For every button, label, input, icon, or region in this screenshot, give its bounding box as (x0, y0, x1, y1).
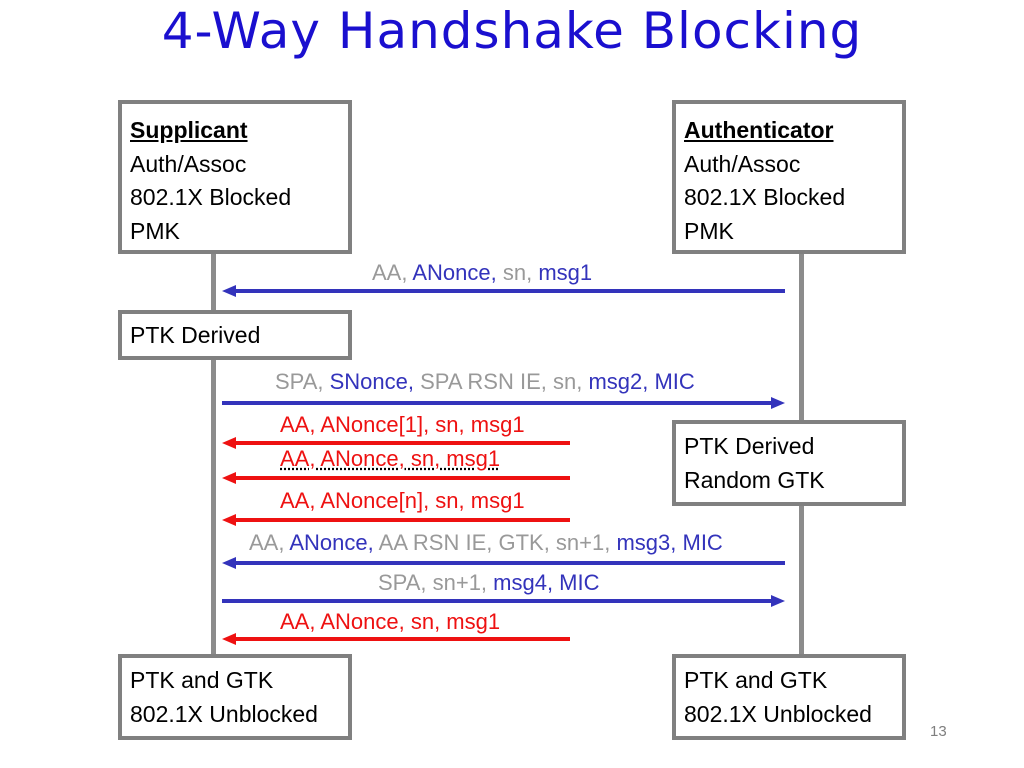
message-text-segment: SPA, sn+1, (378, 570, 494, 595)
message-text-segment: sn, (496, 260, 539, 285)
box-line: 802.1X Blocked (130, 184, 292, 210)
message-text-segment: msg4, MIC (493, 570, 600, 595)
box-line: 802.1X Unblocked (130, 700, 318, 727)
message-label-msg2: SPA, SNonce, SPA RSN IE, sn, msg2, MIC (275, 369, 695, 395)
message-text-segment: AA, ANonce[1], sn, msg1 (280, 412, 525, 437)
box-line: 802.1X Unblocked (684, 700, 872, 727)
box-line: PMK (684, 217, 734, 244)
arrowhead-m3 (222, 437, 236, 449)
box-line: Auth/Assoc (684, 150, 801, 177)
message-label-replay-n: AA, ANonce[n], sn, msg1 (280, 488, 525, 514)
box-line: 802.1X Blocked (684, 184, 846, 210)
supplicant-ptk-box: PTK Derived (118, 310, 352, 360)
message-text-segment: AA, ANonce, sn, msg1 (280, 609, 501, 634)
message-text-segment: AA, (372, 260, 413, 285)
arrowhead-m6 (222, 557, 236, 569)
message-text-segment: msg2, MIC (588, 369, 695, 394)
supplicant-final-box: PTK and GTK 802.1X Unblocked (118, 654, 352, 740)
authenticator-final-box: PTK and GTK 802.1X Unblocked (672, 654, 906, 740)
message-text-segment: ANonce, (412, 260, 497, 285)
message-label-msg1: AA, ANonce, sn, msg1 (372, 260, 592, 286)
message-label-replay-final: AA, ANonce, sn, msg1 (280, 609, 500, 635)
message-label-replay-dotted: AA, ANonce, sn, msg1 (280, 446, 500, 472)
arrowhead-m8 (222, 633, 236, 645)
message-text-segment: SPA, (275, 369, 330, 394)
message-text-segment: SPA RSN IE, sn, (414, 369, 589, 394)
box-heading: Authenticator (684, 117, 834, 143)
arrowhead-m2 (771, 397, 785, 409)
page-number: 13 (930, 723, 947, 740)
box-line: Random GTK (684, 466, 825, 493)
arrowhead-m4 (222, 472, 236, 484)
box-line: PTK and GTK (684, 667, 828, 693)
message-text-segment: msg3, MIC (616, 530, 723, 555)
supplicant-lifeline (211, 252, 216, 656)
message-text-segment: SNonce, (329, 369, 415, 394)
box-line: PTK Derived (684, 433, 815, 459)
message-text-segment: msg1 (538, 260, 593, 285)
slide-title: 4-Way Handshake Blocking (161, 2, 863, 60)
message-text-segment: AA, ANonce[n], sn, msg1 (280, 488, 525, 513)
box-line: Auth/Assoc (130, 150, 247, 177)
box-line: PTK Derived (130, 322, 261, 348)
message-label-msg4: SPA, sn+1, msg4, MIC (378, 570, 600, 596)
message-text-segment: AA, ANonce, sn, msg1 (280, 446, 501, 471)
box-heading: Supplicant (130, 117, 248, 143)
arrowhead-m1 (222, 285, 236, 297)
message-text-segment: AA RSN IE, GTK, sn+1, (373, 530, 617, 555)
arrowhead-m5 (222, 514, 236, 526)
box-line: PTK and GTK (130, 667, 274, 693)
message-label-msg3: AA, ANonce, AA RSN IE, GTK, sn+1, msg3, … (249, 530, 723, 556)
message-text-segment: ANonce, (289, 530, 374, 555)
message-label-replay-1: AA, ANonce[1], sn, msg1 (280, 412, 525, 438)
message-text-segment: AA, (249, 530, 290, 555)
arrowhead-m7 (771, 595, 785, 607)
box-line: PMK (130, 217, 180, 244)
